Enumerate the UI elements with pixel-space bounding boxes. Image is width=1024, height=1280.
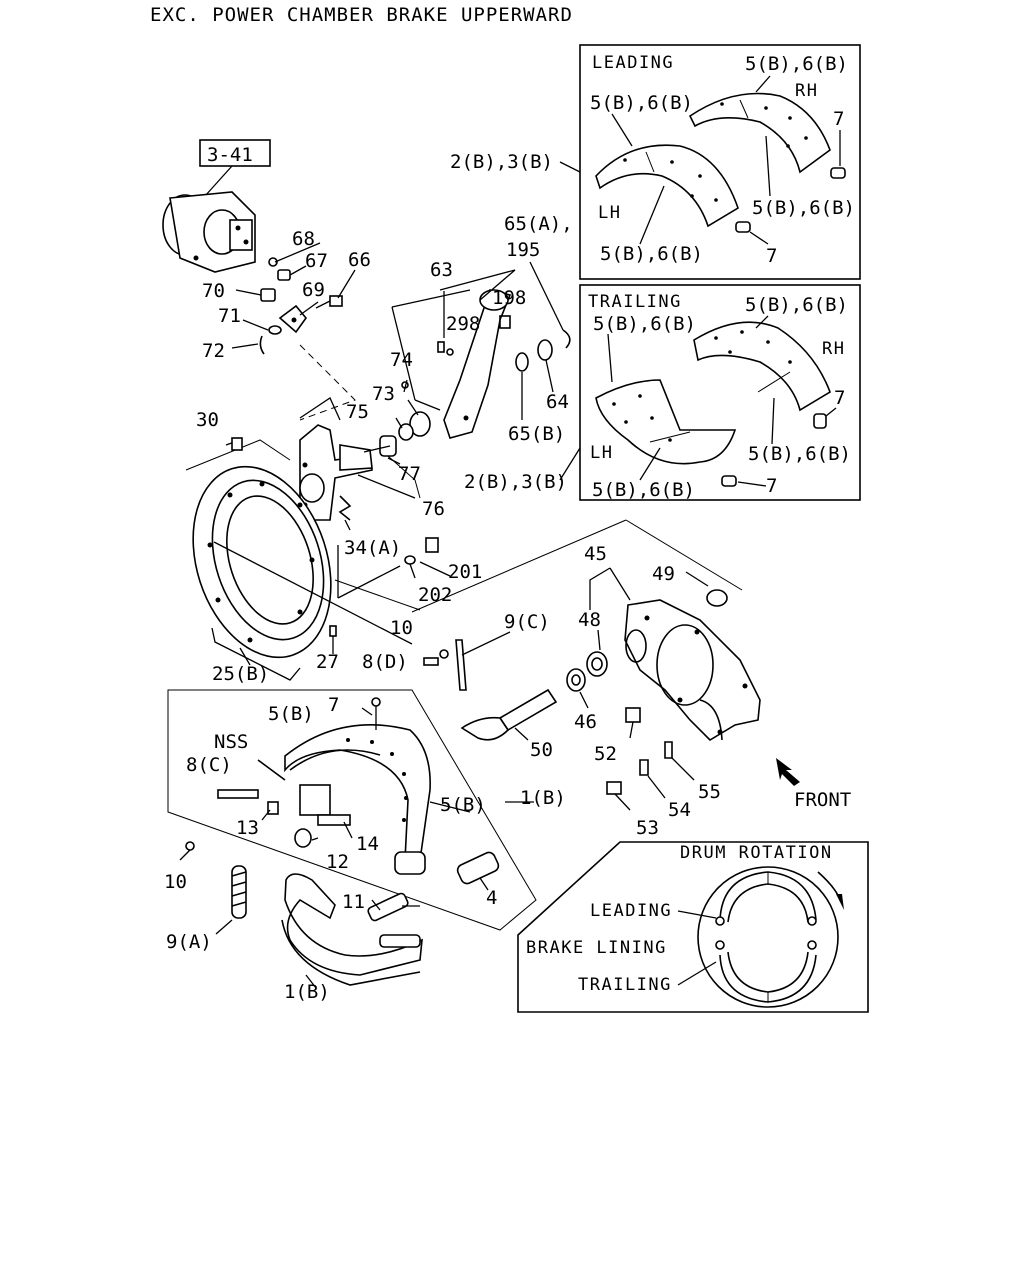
callout-25b: 25(B) [212,663,269,685]
callout-2b-3b-bottom: 2(B),3(B) [464,471,567,493]
leading-rh-label: RH [795,81,818,101]
brake-shoe-lower [281,873,423,986]
reference-label: 3-41 [207,144,253,166]
drum-trailing-label: TRAILING [578,975,672,995]
return-spring [231,865,247,919]
leading-lining-box [579,44,861,280]
callout-10-bottom: 10 [164,871,187,893]
trailing-lh-label: LH [590,443,613,463]
trailing-rh-label: RH [822,339,845,359]
trailing-lining-rh [693,321,831,412]
trailing-callout-bolt-lh: 7 [766,475,777,497]
callout-54: 54 [668,799,691,821]
trailing-callout-rh-top: 5(B),6(B) [745,294,848,316]
drum-rotation-title: DRUM ROTATION [680,843,833,863]
cam-bracket [299,424,373,521]
brake-shoe-upper [284,724,431,875]
callout-9a: 9(A) [166,931,212,953]
callout-69: 69 [302,279,325,301]
leading-callout-rh-bottom: 5(B),6(B) [752,197,855,219]
leading-lining-rh [688,92,831,174]
callout-73: 73 [372,383,395,405]
callout-52: 52 [594,743,617,765]
drum-rotation-illustration [697,866,844,1008]
leading-callout-rh-top: 5(B),6(B) [745,53,848,75]
callout-76: 76 [422,498,445,520]
callout-1b-bottom: 1(B) [284,981,330,1003]
dust-cover [192,465,332,659]
trailing-callout-lh-top: 5(B),6(B) [593,313,696,335]
callout-68: 68 [292,228,315,250]
callout-298: 298 [446,313,480,335]
slack-adjuster [379,289,571,457]
callout-198: 198 [492,287,526,309]
reference-box [199,139,271,167]
callout-53: 53 [636,817,659,839]
diagram-title: EXC. POWER CHAMBER BRAKE UPPERWARD [150,4,573,26]
leading-callout-bolt-lh: 7 [766,245,777,267]
front-arrow-icon [776,758,800,786]
callout-75: 75 [346,401,369,423]
callout-49: 49 [652,563,675,585]
callout-46: 46 [574,711,597,733]
callout-1b-top: 1(B) [520,787,566,809]
callout-74: 74 [390,349,413,371]
callout-13: 13 [236,817,259,839]
trailing-box-title: TRAILING [588,292,682,312]
callout-77: 77 [398,463,421,485]
callout-7: 7 [328,694,339,716]
chamber-fasteners [259,257,343,355]
leading-box-title: LEADING [592,53,674,73]
callout-2b-3b-top: 2(B),3(B) [450,151,553,173]
callout-8d: 8(D) [362,651,408,673]
callout-65a: 65(A), [504,213,573,235]
leading-lining-lh [595,144,739,228]
callout-10-top: 10 [390,617,413,639]
callout-66: 66 [348,249,371,271]
callout-201: 201 [448,561,482,583]
callout-70: 70 [202,280,225,302]
power-chamber [162,191,256,273]
leading-lh-label: LH [598,203,621,223]
callout-65b: 65(B) [508,423,565,445]
callout-8c: 8(C) [186,754,232,776]
drum-rotation-box [517,841,869,1013]
front-label: FRONT [794,789,851,811]
callout-50: 50 [530,739,553,761]
callout-5b-top: 5(B) [268,703,314,725]
leading-callout-bolt-rh: 7 [833,108,844,130]
callout-nss: NSS [214,731,248,753]
callout-5b-right: 5(B) [440,794,486,816]
leading-callout-lh-top: 5(B),6(B) [590,92,693,114]
callout-14: 14 [356,833,379,855]
callout-72: 72 [202,340,225,362]
spider-bracket [624,589,761,742]
callout-55: 55 [698,781,721,803]
leading-callout-lh-bottom: 5(B),6(B) [600,243,703,265]
callout-71: 71 [218,305,241,327]
callout-11: 11 [342,891,365,913]
callout-63: 63 [430,259,453,281]
callout-27: 27 [316,651,339,673]
callout-45: 45 [584,543,607,565]
callout-12: 12 [326,851,349,873]
callout-30: 30 [196,409,219,431]
trailing-callout-bolt-rh: 7 [834,387,845,409]
trailing-lining-lh [595,379,737,465]
camshaft [460,688,558,741]
trailing-callout-rh-bottom: 5(B),6(B) [748,443,851,465]
trailing-callout-lh-bottom: 5(B),6(B) [592,479,695,501]
callout-48: 48 [578,609,601,631]
callout-34a: 34(A) [344,537,401,559]
callout-9c: 9(C) [504,611,550,633]
callout-64: 64 [546,391,569,413]
drum-leading-label: LEADING [590,901,672,921]
callout-202: 202 [418,584,452,606]
callout-67: 67 [305,250,328,272]
callout-4: 4 [486,887,497,909]
callout-195: 195 [506,239,540,261]
drum-brake-lining-label: BRAKE LINING [526,938,667,958]
trailing-lining-box [579,284,861,501]
